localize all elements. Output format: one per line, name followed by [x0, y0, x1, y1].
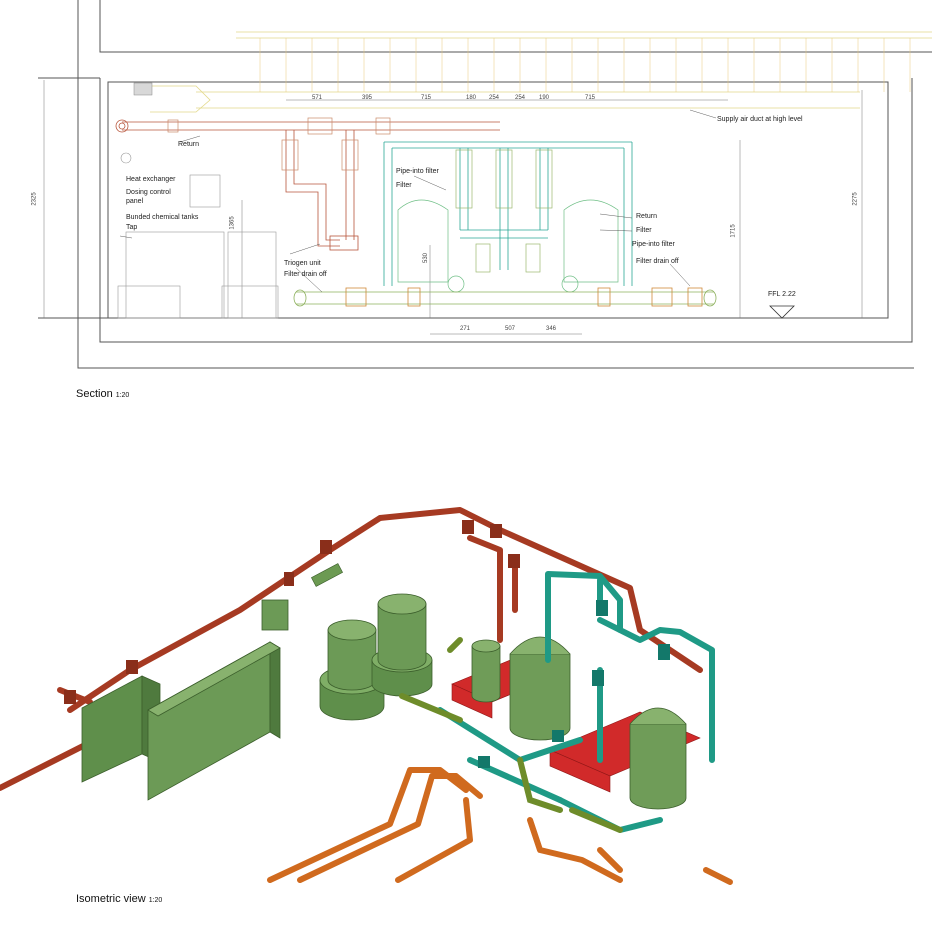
dim-bottom-3: 346: [546, 326, 557, 332]
supply-air-duct: [150, 31, 932, 113]
iso-valve-assembly: [311, 563, 343, 587]
dimension-lines: [43, 80, 863, 335]
dim-right-overall: 2275: [852, 192, 859, 206]
isometric-drawing: [0, 507, 733, 885]
section-caption-scale: 1:20: [115, 392, 130, 399]
section-valves: [167, 117, 391, 171]
label-heat-exchanger: Heat exchanger: [126, 176, 176, 183]
label-filter-left: Filter: [396, 182, 412, 189]
dim-top-1: 571: [312, 95, 323, 101]
label-filter-drain-left: Filter drain off: [284, 271, 327, 278]
section-drain-valves: [345, 287, 703, 307]
label-supply-air-duct: Supply air duct at high level: [717, 116, 803, 123]
section-filter-pipework: [383, 141, 633, 286]
label-ffl: FFL 2.22: [768, 291, 796, 298]
section-plant-boxes: [117, 152, 279, 319]
ffl-level-marker: [769, 305, 795, 319]
iso-dosing-cabinets: [81, 599, 289, 801]
dim-top-2: 395: [362, 95, 373, 101]
isometric-caption-title: Isometric view: [76, 893, 146, 905]
duct-hangers: [259, 38, 911, 92]
dim-top-4: 180: [466, 95, 477, 101]
label-filter-right: Filter: [636, 227, 652, 234]
iso-chemical-tanks: [319, 593, 433, 721]
label-tap: Tap: [126, 224, 138, 231]
iso-filter-vessels: [471, 636, 687, 810]
label-dosing-control: Dosing control: [126, 189, 171, 196]
iso-drain-pipework: [267, 767, 733, 885]
label-filter-drain-right: Filter drain off: [636, 258, 679, 265]
dim-bottom-2: 507: [505, 326, 516, 332]
section-return-pipe: [115, 119, 500, 251]
dim-top-5: 254: [489, 95, 500, 101]
building-outline: [38, 0, 932, 369]
leader-lines: [119, 109, 717, 293]
duct-grille: [133, 82, 153, 96]
dim-left-overall: 2325: [31, 192, 38, 206]
dim-top-3: 715: [421, 95, 432, 101]
dim-top-6: 254: [515, 95, 526, 101]
iso-olive-pipework: [399, 637, 623, 833]
dim-tank-height: 1365: [229, 216, 236, 230]
iso-return-fittings: [64, 520, 520, 704]
dim-bottom-1: 271: [460, 326, 471, 332]
section-drain-pipe: [293, 289, 717, 307]
label-return-left: Return: [178, 141, 200, 148]
isometric-caption-scale: 1:20: [148, 897, 163, 904]
dim-top-7: 190: [539, 95, 550, 101]
section-filter-valves: [455, 149, 553, 273]
label-pipe-into-filter-left: Pipe-into filter: [396, 168, 439, 175]
label-return-right: Return: [636, 213, 658, 220]
section-drawing: [38, 0, 932, 369]
section-caption-title: Section: [76, 388, 113, 400]
label-triogen-unit: Triogen unit: [284, 260, 321, 267]
label-panel: panel: [126, 198, 144, 205]
label-bunded-tanks: Bunded chemical tanks: [126, 214, 199, 221]
iso-flow-fittings: [478, 600, 670, 768]
dim-top-8: 715: [585, 95, 596, 101]
dim-right-inner: 1715: [730, 224, 737, 238]
dim-filter-depth: 530: [423, 252, 430, 264]
label-pipe-into-filter-right: Pipe-into filter: [632, 241, 675, 248]
